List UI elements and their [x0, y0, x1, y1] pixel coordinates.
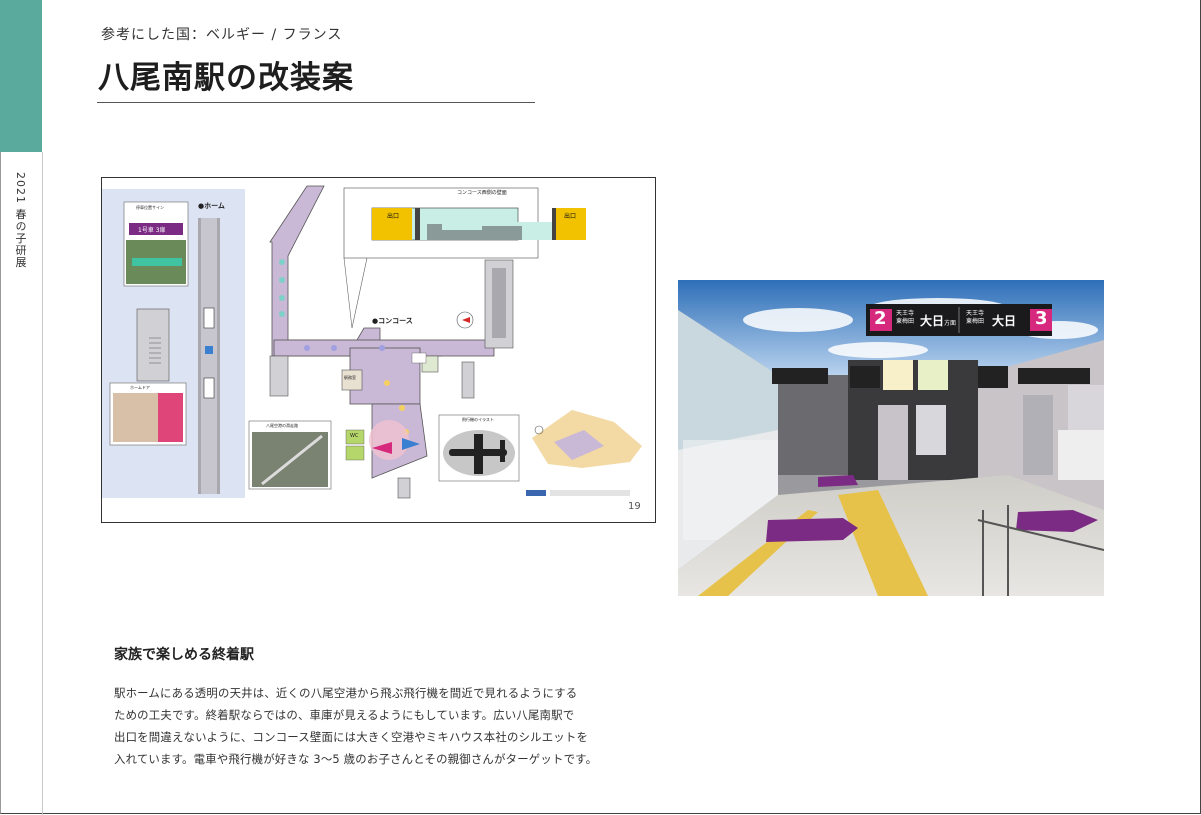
sign-suffix: 方面 [944, 320, 957, 327]
exit-label-right: 出口 [564, 213, 577, 220]
concourse-label: ●コンコース [372, 317, 413, 325]
stop-sign-text: 1号車 3扉 [138, 227, 166, 234]
airport-caption: 八尾空港の滑走路 [266, 423, 298, 428]
sign-left-destination: 大日 [920, 314, 945, 328]
reference-countries: 参考にした国：ベルギー / フランス [101, 27, 343, 43]
ticket-gate-label: 駅務室 [344, 375, 356, 380]
slide-page-number: 19 [628, 501, 641, 512]
paragraph-line: 入れています。電車や飛行機が好きな 3〜5 歳のお子さんとその親御さんがターゲッ… [114, 752, 598, 766]
sign-left-stations: 天王寺 東梅田 [896, 310, 915, 325]
sign-left-number: 2 [874, 308, 887, 329]
station-plan-diagram [102, 185, 642, 499]
sign-right-number: 3 [1035, 308, 1048, 329]
accent-tab [0, 0, 42, 152]
platform-rendering [678, 280, 1104, 596]
side-divider [42, 152, 43, 815]
wc-label: WC [350, 433, 359, 439]
title-underline [97, 102, 535, 103]
plane-caption: 飛行機のイラスト [462, 417, 494, 422]
stop-sign-caption: 停車位置サイン [136, 205, 164, 210]
paragraph-line: 駅ホームにある透明の天井は、近くの八尾空港から飛ぶ飛行機を間近で見れるようにする [114, 686, 578, 700]
exit-label-left: 出口 [387, 213, 400, 220]
platform-label: ●ホーム [198, 202, 225, 210]
sign-right-destination: 大日 [992, 314, 1017, 328]
paragraph-line: ための工夫です。終着駅ならではの、車庫が見えるようにもしています。広い八尾南駅で [114, 708, 575, 722]
platform-rendering-photo: 2 3 天王寺 東梅田 大日 方面 天王寺 東梅田 大日 [678, 280, 1104, 596]
side-label: 2021 春の子研展 [14, 172, 27, 269]
page-title: 八尾南駅の改装案 [98, 60, 354, 96]
sign-right-stations: 天王寺 東梅田 [966, 310, 985, 325]
paragraph-line: 出口を間違えないように、コンコース壁面には大きく空港やミキハウス本社のシルエット… [114, 730, 589, 744]
wall-caption: コンコース西側の壁面 [457, 190, 507, 196]
section-paragraph: 駅ホームにある透明の天井は、近くの八尾空港から飛ぶ飛行機を間近で見れるようにする… [114, 682, 619, 770]
section-heading: 家族で楽しめる終着駅 [114, 647, 254, 663]
platform-door-caption: ホームドア [130, 385, 150, 390]
station-plan-slide: ●ホーム ●コンコース コンコース西側の壁面 出口 出口 停車位置サイン 1号車… [101, 177, 656, 523]
